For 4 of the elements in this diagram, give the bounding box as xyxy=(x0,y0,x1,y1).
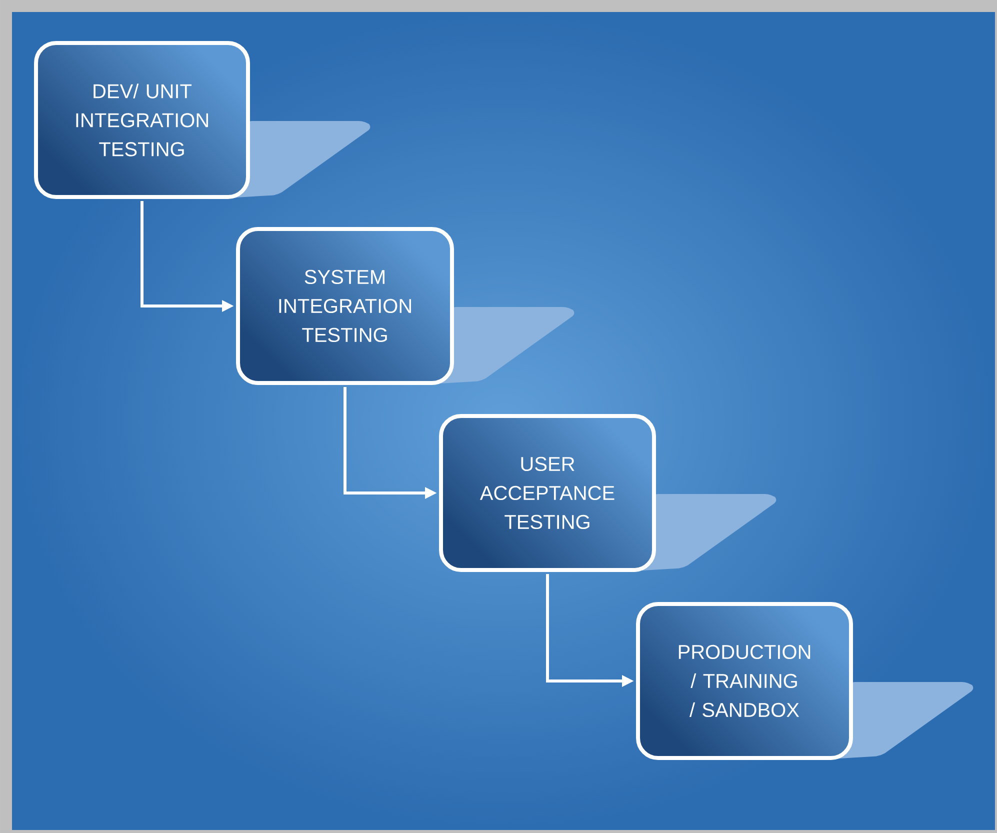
process-box: DEV/ UNIT INTEGRATION TESTING xyxy=(34,41,250,199)
process-box: PRODUCTION / TRAINING / SANDBOX xyxy=(636,602,853,760)
process-box: SYSTEM INTEGRATION TESTING xyxy=(236,227,454,385)
process-box: USER ACCEPTANCE TESTING xyxy=(439,414,656,572)
